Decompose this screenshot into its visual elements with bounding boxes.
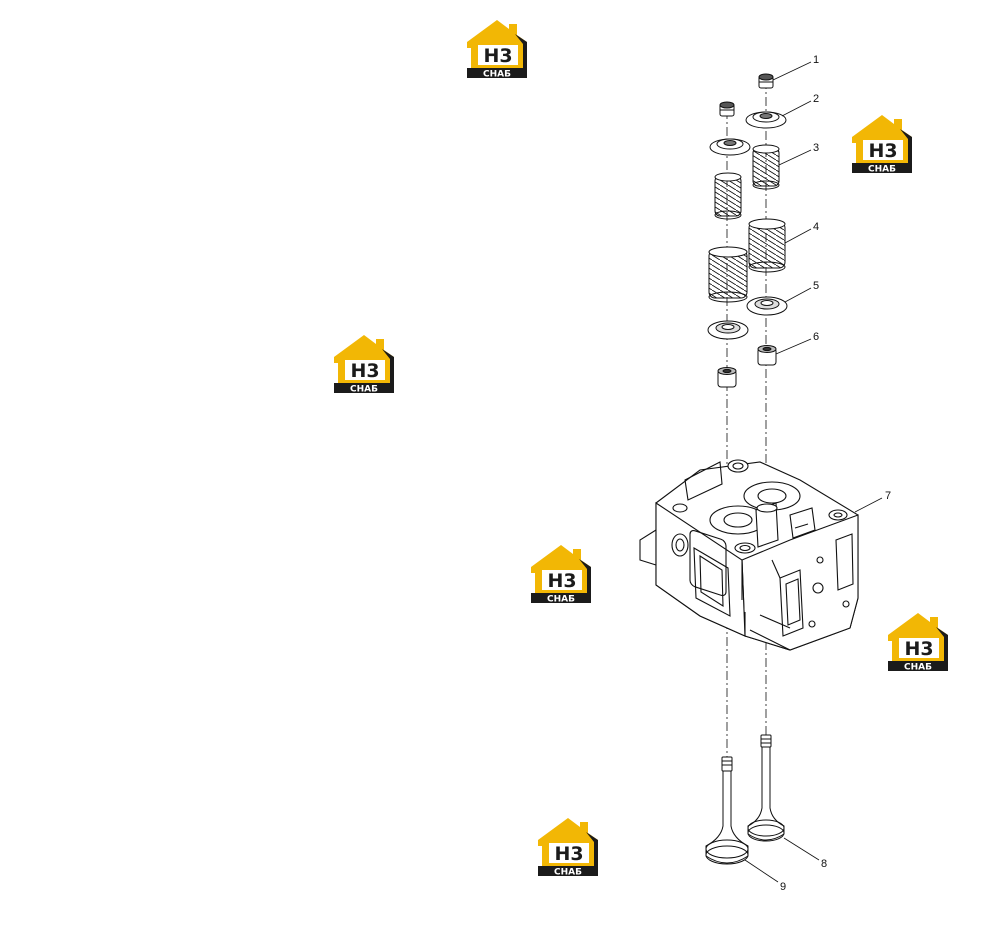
watermark-caption-text: CHAБ	[904, 663, 932, 673]
callout-9: 9	[780, 881, 786, 893]
watermark-logo-3: H3 CHAБ	[334, 335, 394, 395]
leader-7	[854, 497, 883, 513]
leader-5	[784, 287, 812, 303]
watermark-caption-text: CHAБ	[483, 70, 511, 80]
watermark-logo-4: H3 CHAБ	[531, 545, 591, 605]
leader-2	[781, 100, 812, 117]
part-spring-seat-left	[708, 321, 748, 339]
watermark-mark-text: H3	[483, 45, 512, 67]
leader-8	[783, 837, 820, 861]
watermark-mark-text: H3	[547, 570, 576, 592]
callout-7: 7	[885, 490, 891, 502]
part-outer-spring-right	[749, 219, 785, 272]
leader-3	[778, 149, 812, 166]
watermark-mark-text: H3	[868, 140, 897, 162]
watermark-caption-text: CHAБ	[554, 868, 582, 878]
watermark-mark-text: H3	[554, 843, 583, 865]
callout-2: 2	[813, 93, 819, 105]
callout-1: 1	[813, 54, 819, 66]
callout-6: 6	[813, 331, 819, 343]
callout-leaders	[744, 61, 883, 883]
watermark-logo-6: H3 CHAБ	[538, 818, 598, 878]
callout-3: 3	[813, 142, 819, 154]
callout-8: 8	[821, 858, 827, 870]
part-inner-spring-right	[753, 145, 779, 189]
watermark-logo-5: H3 CHAБ	[888, 613, 948, 673]
watermark-mark-text: H3	[350, 360, 379, 382]
callout-4: 4	[813, 221, 819, 233]
leader-9	[744, 859, 779, 883]
leader-4	[784, 228, 812, 244]
part-valve-left	[706, 757, 748, 864]
watermark-caption-text: CHAБ	[547, 595, 575, 605]
part-inner-spring-left	[715, 173, 741, 219]
watermark-mark-text: H3	[904, 638, 933, 660]
part-spring-seat-right	[747, 297, 787, 315]
part-valve-right	[748, 735, 784, 841]
part-stem-seal-left	[718, 368, 736, 388]
part-stem-seal-right	[758, 346, 776, 366]
part-spring-retainer-left	[710, 139, 750, 155]
part-spring-retainer-right	[746, 112, 786, 128]
callout-5: 5	[813, 280, 819, 292]
leader-6	[775, 338, 812, 355]
callout-labels: 1 2 3 4 5 6 7 8 9	[780, 54, 891, 893]
part-outer-spring-left	[709, 247, 747, 302]
leader-1	[772, 61, 812, 81]
watermark-logo-2: H3 CHAБ	[852, 115, 912, 175]
part-cylinder-head	[640, 460, 858, 650]
watermark-logo-1: H3 CHAБ	[467, 20, 527, 80]
part-valve-cap-right	[759, 74, 773, 88]
watermark-caption-text: CHAБ	[868, 165, 896, 175]
part-valve-cap-left	[720, 102, 734, 116]
watermark-caption-text: CHAБ	[350, 385, 378, 395]
